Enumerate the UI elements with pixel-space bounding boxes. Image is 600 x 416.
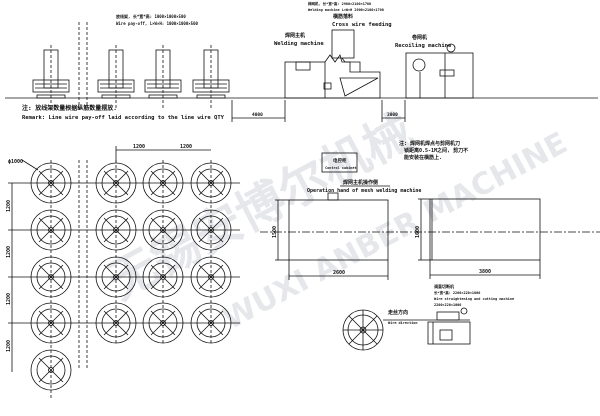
wire-direction-cn: 走丝方向 (387, 309, 408, 316)
control-cabinet-box (321, 152, 358, 173)
dim-1200-a: 1200 (133, 144, 145, 150)
dimension-1200-horizontal (115, 146, 211, 162)
payoff-spec-cn: 放线架, 长*宽*高: 1000×1000×500 (115, 13, 186, 19)
note-line-1: 注: 焊网机焊点与剪网机刀 (399, 140, 460, 147)
straightener-reel (342, 309, 384, 351)
recoiling-cn: 卷网机 (411, 34, 427, 41)
dim-1200-v4: 1200 (6, 340, 12, 352)
payoff-elevations (32, 45, 230, 110)
dimension-2600 (288, 260, 389, 280)
remark-en: Remark: Line wire pay-off laid according… (22, 115, 225, 121)
dim-1600: 1600 (415, 226, 421, 238)
welding-machine-elevation (284, 29, 381, 99)
recoiling-en: Recoiling machine (395, 43, 452, 49)
dim-1200-v1: 1200 (6, 200, 12, 212)
reel-diameter: ϕ1000 (8, 159, 23, 165)
dimension-1500 (275, 199, 289, 261)
payoff-stand (32, 45, 70, 110)
dim-1200-v2: 1200 (6, 246, 12, 258)
payoff-stand (192, 45, 230, 110)
recoiling-machine-elevation (405, 43, 474, 99)
dimension-3800 (429, 260, 541, 279)
operation-cn: 焊网主机操作侧 (343, 179, 378, 186)
welding-machine-plan (288, 199, 389, 261)
dimension-3000 (381, 100, 406, 122)
dimension-1600 (418, 198, 430, 261)
note-line-2: 锁距离0.5-1M之间, 剪刀不 (404, 147, 468, 154)
control-cabinet-en: Control cabinet (325, 166, 357, 170)
remark-cn: 注: 放线架数量根据纵筋数量摆放. (22, 104, 117, 112)
dim-3800: 3800 (479, 269, 491, 275)
straightener-size-cn: 长*宽*高: 2200×220×1000 (434, 290, 480, 295)
dim-3000: 3000 (387, 112, 398, 118)
straightener-machine (427, 307, 471, 345)
svg-text:无锡安博尔机械: 无锡安博尔机械 (99, 103, 422, 310)
recoiling-machine-plan (429, 198, 541, 261)
dimension-4000 (231, 100, 286, 122)
cross-wire-cn: 横筋落料 (332, 13, 353, 20)
payoff-stand (97, 45, 135, 110)
operation-en: Operation hand of mesh welding machine (307, 188, 421, 194)
dim-1500: 1500 (272, 226, 278, 238)
welding-spec-cn: 焊网机, 长*宽*高: 2900×2100×1700 (307, 1, 371, 6)
note-line-3: 能安装在横筋上. (404, 154, 442, 161)
welding-en: Welding machine (274, 41, 324, 47)
welding-cn: 焊网主机 (285, 32, 305, 39)
wire-direction-en: Wire direction (388, 321, 418, 325)
straightener-cn: 调直切断机 (434, 283, 454, 289)
dim-2600: 2600 (333, 270, 345, 276)
welding-spec-en: Welding machine L×W×H 2900×2100×1700 (308, 8, 384, 12)
payoff-stand (144, 45, 182, 110)
straightener-size: 2200×220×1000 (434, 303, 461, 307)
control-cabinet-cn: 电控柜 (333, 157, 347, 164)
payoff-reel-grid (8, 160, 240, 400)
payoff-spec-en: Wire pay-off, L×W×H: 1000×1000×500 (116, 21, 198, 26)
cross-wire-en: Cross wire feeding (332, 22, 392, 28)
dim-4000: 4000 (252, 112, 263, 118)
dim-1200-v3: 1200 (6, 293, 12, 305)
diameter-leader (21, 159, 39, 171)
straightener-en: Wire straightening and cutting machine (434, 297, 514, 301)
watermark: 无锡安博尔机械 WUXI ANBER MACHINE (99, 103, 573, 337)
dim-1200-b: 1200 (180, 144, 192, 150)
